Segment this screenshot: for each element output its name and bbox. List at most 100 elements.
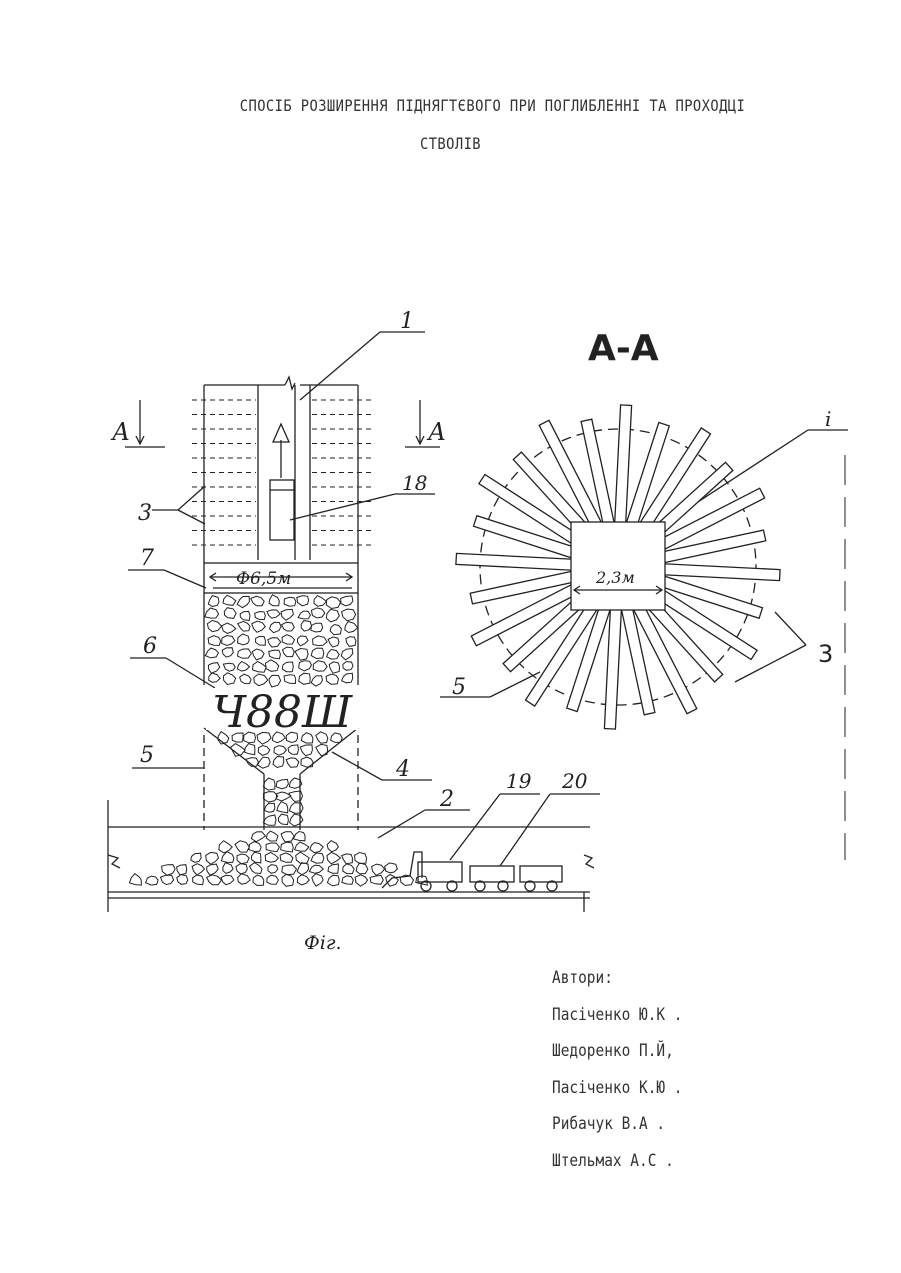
section-label: А-А (588, 328, 659, 369)
rock (264, 803, 275, 812)
rock (297, 875, 309, 885)
rock (207, 864, 219, 875)
rock (263, 778, 275, 790)
rock (273, 757, 284, 768)
rock (277, 802, 288, 813)
rock (254, 674, 268, 686)
authors-block: Автори: Пасіченко Ю.К . Шедоренко П.Й, П… (552, 968, 706, 1187)
rock (282, 635, 295, 644)
rock (342, 854, 353, 864)
rock (342, 876, 353, 884)
rock (267, 610, 280, 618)
callout-4: 4 (395, 757, 410, 782)
rock (281, 832, 294, 842)
rock (250, 863, 263, 874)
rock (341, 649, 353, 660)
rock (300, 745, 312, 756)
rock (177, 865, 187, 875)
rock (222, 623, 236, 633)
rock (278, 814, 288, 824)
callout-3-left: 3 (138, 501, 152, 526)
callout-5-left: 5 (140, 743, 154, 768)
author-5: Штельмах А.С . (552, 1151, 683, 1188)
rock (223, 663, 235, 671)
rock (327, 649, 340, 659)
rock (282, 662, 293, 672)
figure-caption: Фіг. (304, 932, 342, 954)
callout-3-right: 3 (818, 640, 833, 668)
rock (193, 875, 204, 885)
rock (191, 853, 201, 862)
rock (296, 852, 310, 863)
rock (245, 744, 255, 755)
rock (326, 597, 340, 609)
rock (310, 843, 323, 853)
rock (219, 841, 232, 853)
rock (313, 636, 328, 646)
rock (266, 843, 279, 852)
rock (223, 863, 233, 874)
rock (249, 842, 261, 852)
rock (269, 650, 281, 659)
rock (282, 622, 295, 631)
rock (328, 637, 339, 647)
rock (343, 864, 354, 874)
rock (282, 865, 297, 875)
rock (238, 634, 250, 645)
rock (221, 852, 234, 863)
rock (207, 875, 222, 885)
rock (224, 608, 236, 619)
rock (311, 676, 322, 686)
rock (251, 852, 261, 863)
rock (238, 649, 252, 658)
rock (293, 832, 305, 841)
rock (223, 595, 236, 605)
rock (209, 673, 221, 682)
rock (299, 661, 312, 671)
rock (372, 864, 385, 875)
rock (345, 622, 358, 633)
rock (205, 648, 218, 658)
rock (330, 625, 341, 635)
rock (346, 637, 356, 647)
rock (222, 648, 233, 657)
rock (309, 865, 323, 873)
rock (208, 636, 221, 646)
rock (327, 841, 338, 852)
rock (385, 863, 398, 873)
author-3: Пасіченко К.Ю . (552, 1078, 683, 1115)
callout-18: 18 (402, 471, 427, 495)
rock (270, 622, 282, 632)
rock (256, 636, 266, 645)
rock (253, 875, 264, 885)
callout-6: 6 (143, 634, 157, 659)
rock (284, 597, 296, 606)
rock (235, 841, 249, 852)
rock (327, 875, 339, 886)
rock (208, 596, 219, 607)
callout-19: 19 (506, 769, 532, 793)
author-4: Рибачук В.А . (552, 1114, 683, 1151)
callout-2: 2 (439, 787, 454, 812)
rock (327, 852, 341, 864)
callout-i: i (825, 407, 831, 431)
rock (240, 611, 250, 620)
section-hole (615, 405, 632, 527)
section-hole (456, 553, 578, 570)
diameter-label: Ф6,5м (236, 569, 291, 589)
rock (286, 758, 299, 768)
rock (355, 853, 367, 864)
rock (206, 852, 219, 864)
rock (313, 661, 327, 672)
rock (223, 673, 235, 685)
rock (288, 745, 298, 754)
rock (192, 864, 204, 875)
rock (311, 853, 324, 863)
rock (274, 746, 286, 756)
rock (269, 595, 279, 606)
width-label: 2,3м (595, 568, 635, 587)
rock (298, 636, 309, 646)
callout-7: 7 (140, 546, 154, 571)
author-2: Шедоренко П.Й, (552, 1041, 683, 1078)
